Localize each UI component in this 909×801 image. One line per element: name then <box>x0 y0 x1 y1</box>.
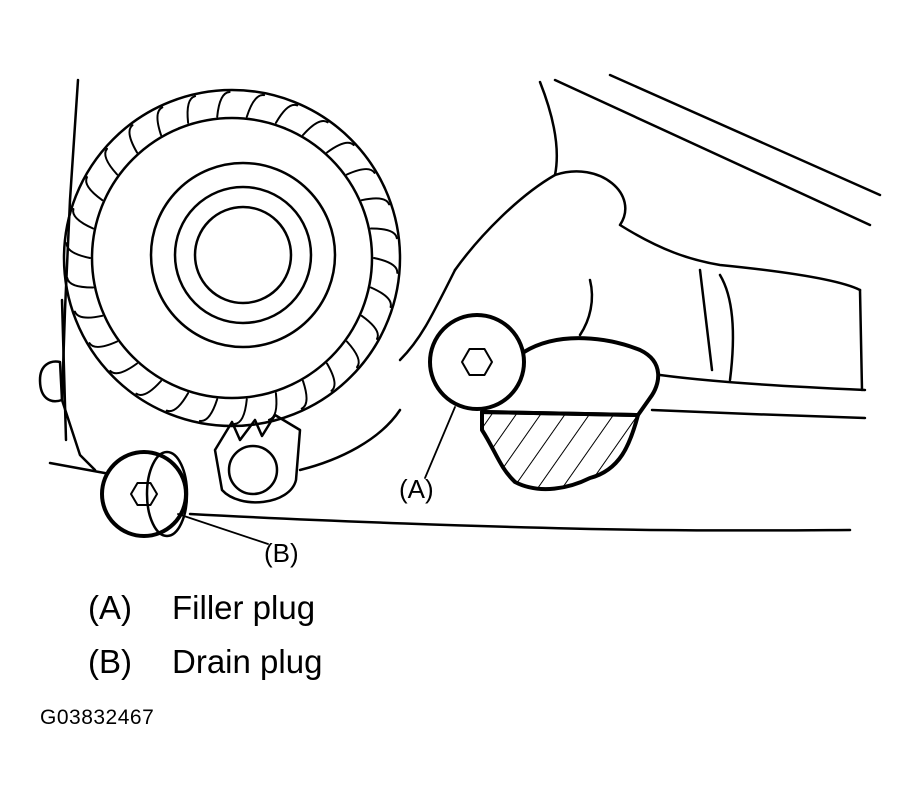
legend-text: Drain plug <box>172 643 323 680</box>
gear-tooth <box>274 103 299 124</box>
gear-tooth <box>326 141 355 154</box>
gear-tooth <box>165 392 190 413</box>
hex-socket-icon <box>130 482 158 506</box>
gear-tooth <box>66 276 95 289</box>
gear-tooth <box>369 286 392 308</box>
legend-key: (B) <box>88 643 132 680</box>
gear-tooth <box>326 362 336 392</box>
gear-tooth <box>73 310 104 319</box>
gear-tooth <box>267 392 278 421</box>
callout-b-label: (B) <box>264 538 299 568</box>
gear-tooth <box>72 208 95 230</box>
callout-a-label: (A) <box>399 474 434 504</box>
transmission-housing <box>38 73 882 532</box>
figure-id: G03832467 <box>40 706 155 729</box>
gear-tooth <box>373 257 399 274</box>
callout-a-leader <box>424 406 456 479</box>
gear-tooth <box>300 380 308 410</box>
gear-tooth <box>345 168 376 176</box>
gear-tooth <box>88 340 119 348</box>
gear-tooth <box>198 398 219 422</box>
gear-tooth <box>245 94 266 118</box>
filler-plug <box>428 313 526 411</box>
gear-tooth <box>369 227 398 240</box>
bracket <box>213 413 302 504</box>
callout-b-leader <box>177 513 269 545</box>
legend-item-drain-plug: (B) Drain plug <box>88 642 322 682</box>
gear-tooth <box>360 197 391 206</box>
legend-key: (A) <box>88 589 132 626</box>
drain-plug <box>100 450 189 538</box>
gear-tooth <box>85 176 104 202</box>
gear-tooth <box>65 242 91 259</box>
oil-level-window <box>480 336 661 492</box>
gear-tooth <box>156 106 164 136</box>
gear-tooth <box>360 314 379 340</box>
gear-tooth <box>216 91 231 118</box>
gear-tooth <box>135 380 162 396</box>
gear-tooth <box>302 120 329 136</box>
gear-tooth <box>104 147 119 176</box>
gear-tooth <box>345 340 360 369</box>
hex-socket-icon <box>461 348 493 376</box>
gear-tooth <box>233 398 248 425</box>
gear-tooth <box>109 362 138 375</box>
gear-tooth <box>186 95 197 124</box>
gear-icon <box>62 88 402 428</box>
legend-item-filler-plug: (A) Filler plug <box>88 588 315 628</box>
gear-tooth <box>128 124 138 154</box>
legend-text: Filler plug <box>172 589 316 626</box>
